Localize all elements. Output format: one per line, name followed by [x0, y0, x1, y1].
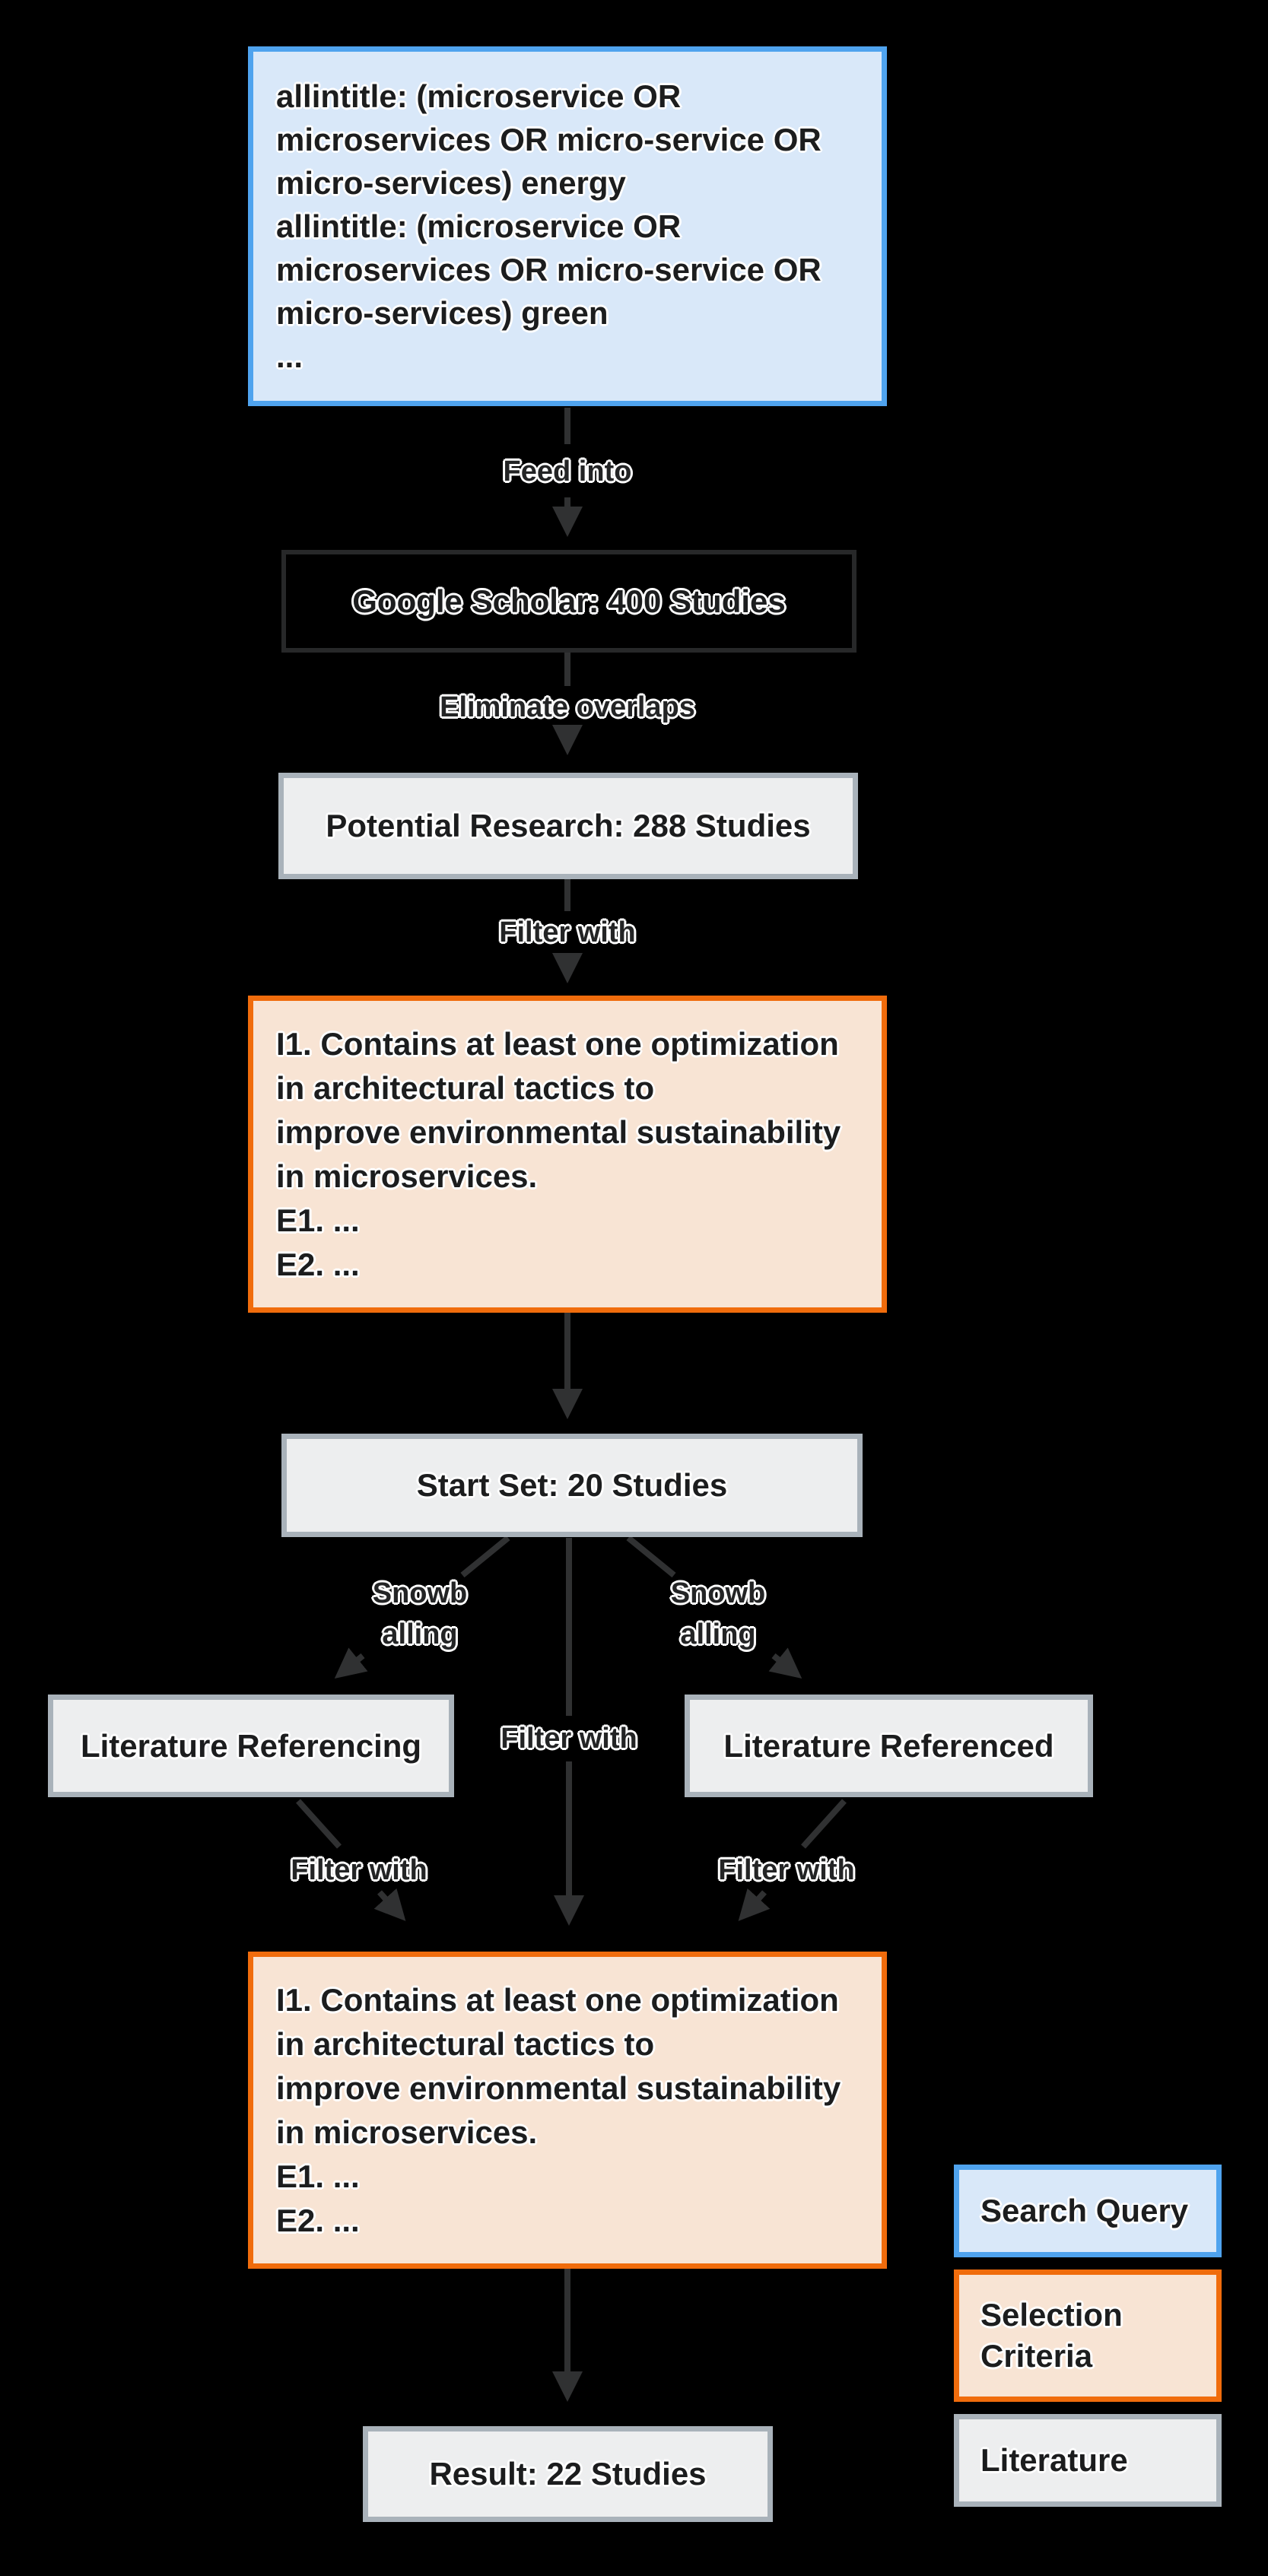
edge-snowballing-left-seg2 — [334, 1647, 368, 1679]
google-scholar-node: Google Scholar: 400 Studies — [281, 550, 856, 653]
potential-research-label: Potential Research: 288 Studies — [326, 808, 811, 843]
criteria-line: in microservices. — [276, 1158, 538, 1194]
legend-selection-criteria-line1: Selection — [980, 2297, 1123, 2333]
search-query-line: allintitle: (microservice OR — [276, 208, 682, 244]
potential-research-node: Potential Research: 288 Studies — [278, 773, 858, 879]
edge-label-filter-with-left: Filter with — [291, 1854, 427, 1886]
criteria-line: in architectural tactics to — [276, 2025, 655, 2062]
search-query-line: microservices OR micro-service OR — [276, 122, 821, 157]
criteria-line: I1. Contains at least one optimization — [276, 1981, 839, 2018]
criteria-line: in architectural tactics to — [276, 1069, 655, 1106]
search-query-line: micro-services) energy — [276, 165, 626, 201]
search-query-node: allintitle: (microservice OR microservic… — [248, 46, 887, 406]
legend-search-query-label: Search Query — [980, 2193, 1189, 2228]
start-set-label: Start Set: 20 Studies — [416, 1467, 728, 1503]
result-node: Result: 22 Studies — [363, 2426, 773, 2522]
snowballing-right-line1: Snowb — [670, 1577, 766, 1609]
literature-referenced-label: Literature Referenced — [723, 1727, 1054, 1764]
search-query-line: microservices OR micro-service OR — [276, 252, 821, 287]
edge-label-eliminate-overlaps: Eliminate overlaps — [440, 691, 695, 723]
edge-filter-with-left-seg2 — [373, 1888, 406, 1921]
criteria-line: improve environmental sustainability — [276, 1113, 841, 1150]
legend-selection-criteria-label: Selection Criteria — [980, 2295, 1123, 2377]
selection-criteria-top-node: I1. Contains at least one optimization i… — [248, 996, 887, 1313]
snowballing-left-line1: Snowb — [372, 1577, 468, 1609]
edge-snowballing-right-seg2 — [768, 1647, 802, 1679]
legend-literature-label: Literature — [980, 2442, 1128, 2478]
search-query-line: ... — [276, 338, 303, 374]
criteria-line: E2. ... — [276, 2202, 360, 2238]
edge-label-feed-into: Feed into — [503, 456, 632, 488]
edge-label-filter-with-top: Filter with — [499, 916, 636, 948]
result-label: Result: 22 Studies — [429, 2456, 707, 2492]
literature-referenced-node: Literature Referenced — [685, 1695, 1093, 1797]
edge-label-snowballing-left: Snowb alling — [373, 1573, 468, 1655]
search-query-line: micro-services) green — [276, 295, 609, 331]
criteria-line: improve environmental sustainability — [276, 2069, 841, 2106]
edge-filter-with-left-seg1 — [296, 1799, 342, 1849]
snowballing-right-line2: alling — [680, 1618, 756, 1650]
criteria-line: E1. ... — [276, 2158, 360, 2194]
legend-literature: Literature — [954, 2414, 1222, 2507]
criteria-line: E2. ... — [276, 1246, 360, 1282]
legend-selection-criteria-line2: Criteria — [980, 2338, 1093, 2374]
criteria-line: E1. ... — [276, 1202, 360, 1238]
criteria-line: in microservices. — [276, 2114, 538, 2150]
edge-filter-with-right-seg1 — [801, 1799, 847, 1849]
selection-criteria-bottom-node: I1. Contains at least one optimization i… — [248, 1952, 887, 2269]
edge-label-snowballing-right: Snowb alling — [671, 1573, 766, 1655]
literature-referencing-node: Literature Referencing — [48, 1695, 454, 1797]
start-set-node: Start Set: 20 Studies — [281, 1434, 863, 1537]
edge-snowballing-left-seg1 — [460, 1535, 510, 1578]
search-query-line: allintitle: (microservice OR — [276, 78, 682, 114]
snowballing-left-line2: alling — [382, 1618, 458, 1650]
legend-selection-criteria: Selection Criteria — [954, 2269, 1222, 2402]
edge-snowballing-right-seg1 — [626, 1535, 676, 1578]
legend-search-query: Search Query — [954, 2165, 1222, 2257]
google-scholar-label: Google Scholar: 400 Studies — [352, 583, 786, 619]
literature-referencing-label: Literature Referencing — [80, 1727, 422, 1764]
edge-label-filter-with-right: Filter with — [718, 1854, 855, 1886]
criteria-line: I1. Contains at least one optimization — [276, 1025, 839, 1062]
edge-label-filter-with-middle: Filter with — [501, 1723, 637, 1755]
edge-filter-with-right-seg2 — [738, 1888, 771, 1921]
